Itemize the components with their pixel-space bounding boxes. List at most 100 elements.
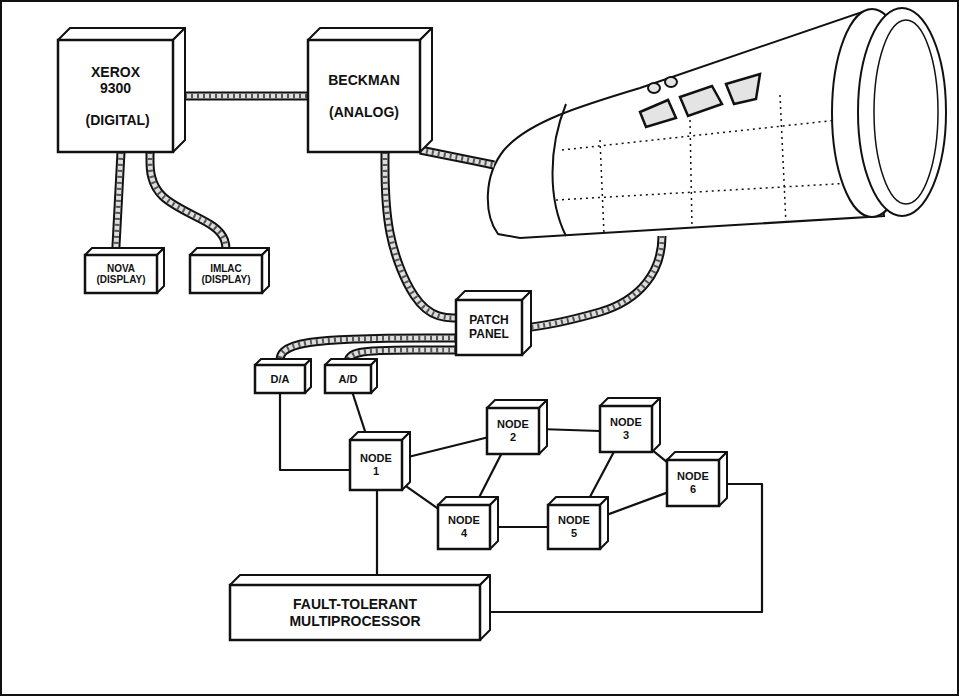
cockpit-illustration [488, 8, 946, 238]
eyebrow-window [665, 77, 677, 87]
cable-braid [173, 94, 308, 99]
box-side-face [420, 28, 432, 152]
box-content: NODE 1 [350, 440, 402, 490]
cable-inner [420, 150, 494, 165]
cable-inner [385, 152, 456, 318]
cable-braid [523, 236, 662, 328]
link-line [652, 450, 667, 462]
box-front-face [58, 40, 173, 152]
box-front-face [600, 406, 652, 452]
box-title: NOVA (DISPLAY) [91, 263, 151, 286]
cable-outer [173, 92, 308, 101]
cable-outer [116, 152, 122, 255]
box-title: NODE 5 [556, 514, 592, 539]
display-box: NOVA (DISPLAY) [85, 255, 157, 293]
box-outline [58, 40, 173, 152]
box-title: D/A [271, 373, 290, 386]
box-front-face [548, 505, 600, 549]
cable-outer [385, 152, 456, 318]
box-title: BECKMAN [328, 72, 400, 88]
box-title: NODE 1 [358, 452, 394, 477]
box-front-face [350, 440, 402, 490]
cable-braid [385, 152, 456, 318]
box-front-face [456, 300, 522, 355]
link-path [600, 493, 667, 518]
cable-inner [116, 152, 122, 255]
cable-braid [420, 150, 494, 165]
link-path [402, 483, 438, 508]
cable-outer [523, 236, 662, 328]
box-front-face [85, 255, 157, 293]
box-top-face [58, 28, 185, 40]
cable-braid [116, 152, 122, 255]
link-path [652, 450, 667, 462]
box-content: PATCH PANEL [456, 300, 522, 355]
bulkhead-inner [874, 20, 938, 204]
node-box: NODE 1 [350, 440, 402, 490]
cable-braid [150, 152, 226, 255]
box-side-face [480, 575, 490, 640]
panel-line [690, 120, 692, 228]
box-front-face [438, 505, 490, 549]
box-title: NODE 6 [675, 470, 711, 495]
cable-inner [150, 152, 226, 255]
converter-box: D/A [255, 365, 305, 393]
cable-connector [116, 152, 122, 255]
box-content: FAULT-TOLERANT MULTIPROCESSOR [230, 585, 480, 640]
box-title: PATCH PANEL [461, 314, 517, 342]
link-line [377, 490, 378, 585]
panel-line [780, 95, 786, 224]
box-title: NODE 2 [495, 418, 531, 443]
link-path [539, 429, 600, 431]
node-box: NODE 5 [548, 505, 600, 549]
fuselage [488, 12, 884, 238]
cable-connector [173, 96, 308, 97]
link-line [402, 483, 438, 508]
box-content: NODE 5 [548, 505, 600, 549]
converter-box: A/D [325, 365, 371, 393]
panel-line [562, 118, 856, 150]
node-box: NODE 3 [600, 406, 652, 452]
box-content: BECKMAN (ANALOG) [308, 40, 420, 152]
box-front-face [230, 585, 480, 640]
box-title: NODE 3 [608, 416, 644, 441]
panel-line [600, 140, 604, 234]
cable-connector [385, 152, 456, 318]
box-front-face [255, 365, 305, 393]
box-top-face [456, 291, 531, 300]
windshield-pane [680, 86, 722, 116]
box-outline [308, 40, 420, 152]
box-content: NODE 4 [438, 505, 490, 549]
box-top-face [230, 575, 490, 585]
box-content: NODE 3 [600, 406, 652, 452]
cable-inner [173, 94, 308, 99]
cable-outer [420, 150, 494, 165]
box-front-face [308, 40, 420, 152]
multiprocessor-box: FAULT-TOLERANT MULTIPROCESSOR [230, 585, 480, 640]
box-subtitle: (ANALOG) [329, 104, 399, 120]
box-title: XEROX 9300 [86, 64, 146, 96]
patch-panel-box: PATCH PANEL [456, 300, 522, 355]
box-content: A/D [325, 365, 371, 393]
box-side-face [522, 291, 531, 355]
link-line [600, 493, 667, 518]
box-title: FAULT-TOLERANT MULTIPROCESSOR [285, 596, 425, 628]
eyebrow-window [648, 83, 660, 93]
box-front-face [667, 460, 719, 506]
link-path [280, 393, 350, 470]
box-top-face [308, 28, 432, 40]
computer-box: XEROX 9300(DIGITAL) [58, 40, 173, 152]
windshield-pane [640, 100, 676, 127]
box-content: D/A [255, 365, 305, 393]
cable-outer [150, 152, 226, 255]
bulkhead-ring [858, 8, 946, 216]
box-title: NODE 4 [446, 514, 482, 539]
box-title: A/D [339, 373, 358, 386]
node-box: NODE 4 [438, 505, 490, 549]
panel-line [556, 182, 870, 200]
box-title: IMLAC (DISPLAY) [196, 263, 256, 286]
box-front-face [190, 255, 262, 293]
